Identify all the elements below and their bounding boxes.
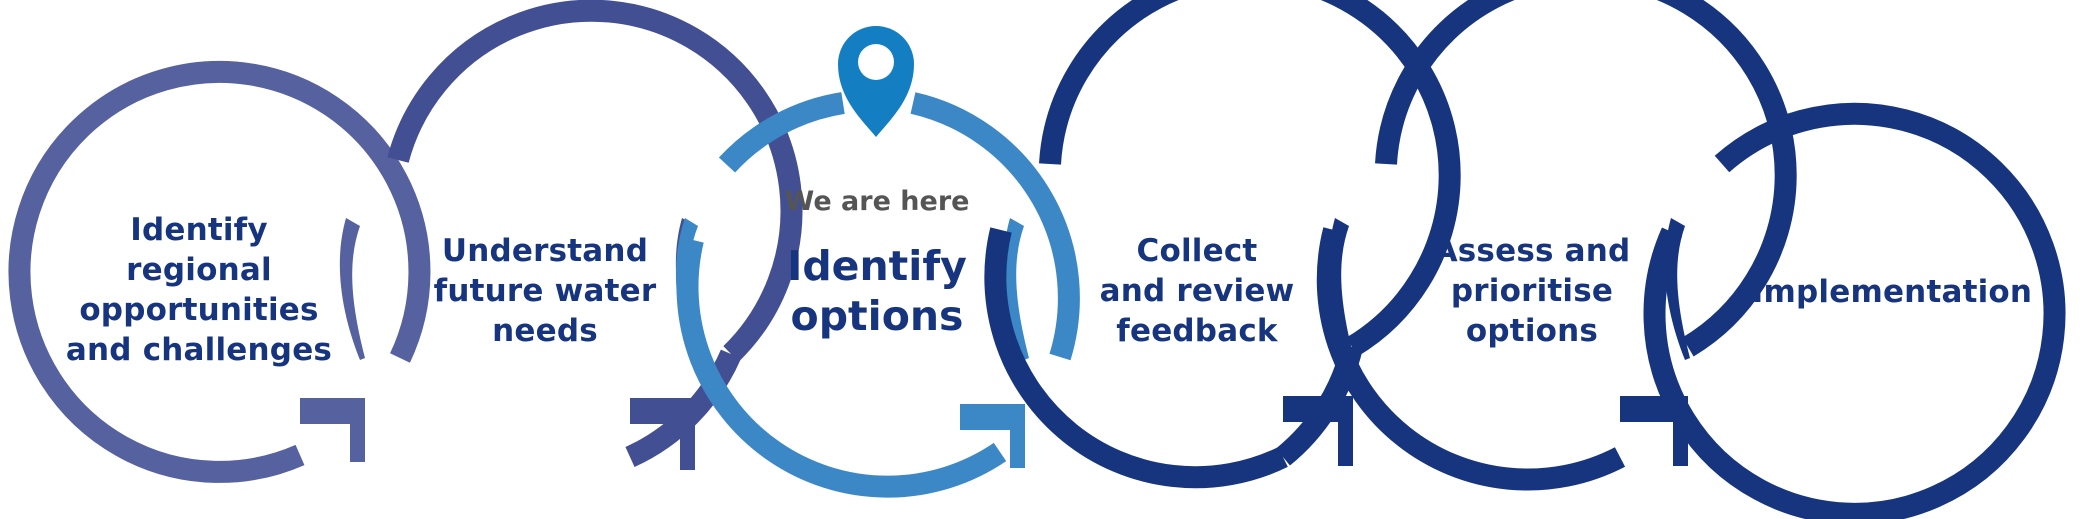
step-3-label: Identify options <box>787 242 967 340</box>
we-are-here-label: We are here <box>784 186 970 217</box>
step-5-label: Assess and prioritise options <box>1433 233 1631 349</box>
step-3-ring <box>675 92 1080 498</box>
step-1-label: Identify regional opportunities and chal… <box>65 212 333 368</box>
step-6-ring <box>1643 102 2066 519</box>
map-pin-icon <box>838 26 914 137</box>
step-6-label: Implementation <box>1751 274 2033 310</box>
step-2-label: Understand future water needs <box>433 233 657 349</box>
step-1-ring <box>8 60 431 483</box>
step-4-label: Collect and review feedback <box>1099 233 1295 349</box>
